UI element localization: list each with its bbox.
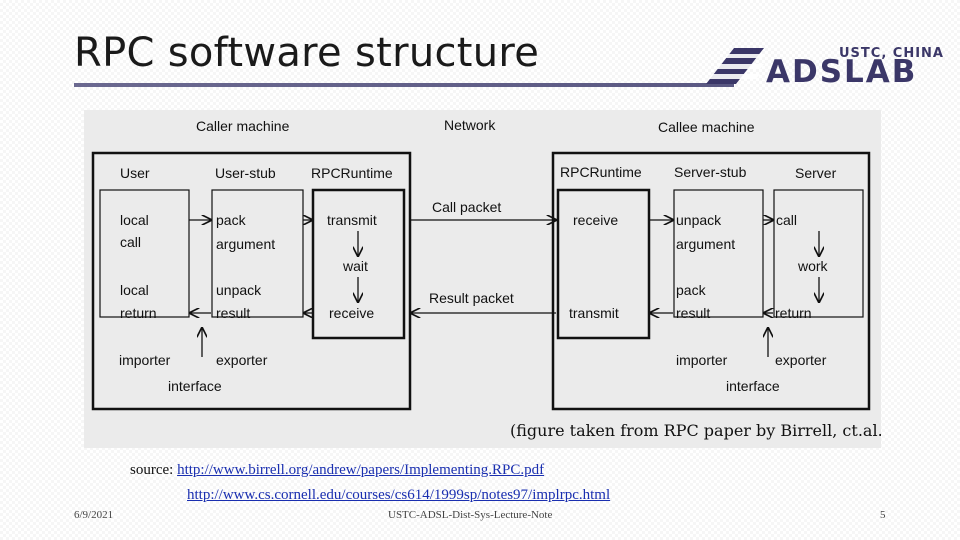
- server-stub-title: Server-stub: [674, 164, 747, 180]
- user-line: return: [120, 305, 157, 321]
- title-underline: [74, 83, 734, 87]
- footer-center: USTC-ADSL-Dist-Sys-Lecture-Note: [388, 509, 553, 521]
- figure-caption: (figure taken from RPC paper by Birrell,…: [510, 421, 881, 440]
- user-line: local: [120, 282, 149, 298]
- callee-interface-label: interface: [726, 378, 780, 394]
- callee-runtime-line: receive: [573, 212, 618, 228]
- source-link-birrell[interactable]: http://www.birrell.org/andrew/papers/Imp…: [177, 462, 545, 478]
- user-stub-line: pack: [216, 212, 247, 228]
- user-line: local: [120, 212, 149, 228]
- rpc-diagram: Caller machine Network Callee machine Us…: [91, 117, 889, 440]
- caller-runtime-line: transmit: [327, 212, 377, 228]
- user-stub-line: exporter: [216, 352, 268, 368]
- user-box: [99, 189, 190, 318]
- adslab-logo: USTC, CHINA ADSLAB: [700, 44, 950, 90]
- server-stub-box: [673, 189, 764, 318]
- call-packet-label: Call packet: [432, 199, 501, 215]
- server-line: work: [797, 258, 829, 274]
- user-stub-line: argument: [216, 236, 275, 252]
- callee-runtime-line: transmit: [569, 305, 619, 321]
- logo-word: ADSLAB: [766, 54, 918, 90]
- callee-machine-heading: Callee machine: [658, 119, 755, 135]
- caller-machine-box: [91, 151, 412, 411]
- user-line: importer: [119, 352, 171, 368]
- server-stub-line: argument: [676, 236, 735, 252]
- caller-runtime-title: RPCRuntime: [311, 165, 393, 181]
- server-line: call: [776, 212, 797, 228]
- user-stub-line: result: [216, 305, 250, 321]
- caller-runtime-line: receive: [329, 305, 374, 321]
- callee-runtime-box: [556, 188, 651, 340]
- server-line: return: [775, 305, 812, 321]
- slide-title: RPC software structure: [74, 30, 540, 76]
- user-stub-title: User-stub: [215, 165, 276, 181]
- footer-date: 6/9/2021: [74, 509, 114, 521]
- network-heading: Network: [444, 117, 496, 133]
- server-line: exporter: [775, 352, 827, 368]
- server-stub-line: result: [676, 305, 710, 321]
- callee-runtime-title: RPCRuntime: [560, 164, 642, 180]
- user-stub-line: unpack: [216, 282, 262, 298]
- caller-runtime-line: wait: [342, 258, 368, 274]
- server-title: Server: [795, 165, 837, 181]
- user-line: call: [120, 234, 141, 250]
- source-link-cornell[interactable]: http://www.cs.cornell.edu/courses/cs614/…: [187, 487, 611, 503]
- server-box: [773, 189, 864, 318]
- logo-mark-icon: [706, 48, 764, 84]
- caller-interface-label: interface: [168, 378, 222, 394]
- result-packet-label: Result packet: [429, 290, 514, 306]
- caller-machine-heading: Caller machine: [196, 118, 290, 134]
- server-stub-line: unpack: [676, 212, 722, 228]
- server-stub-line: pack: [676, 282, 707, 298]
- callee-machine-box: [551, 151, 871, 411]
- footer-page-number: 5: [880, 509, 886, 521]
- caller-runtime-box: [311, 188, 406, 340]
- user-title: User: [120, 165, 150, 181]
- server-stub-line: importer: [676, 352, 728, 368]
- logo-caption: USTC, CHINA: [839, 46, 944, 61]
- source-label: source:: [130, 462, 174, 478]
- rpc-figure: Caller machine Network Callee machine Us…: [84, 110, 889, 448]
- user-stub-box: [211, 189, 304, 318]
- source-citation: source: http://www.birrell.org/andrew/pa…: [130, 462, 610, 503]
